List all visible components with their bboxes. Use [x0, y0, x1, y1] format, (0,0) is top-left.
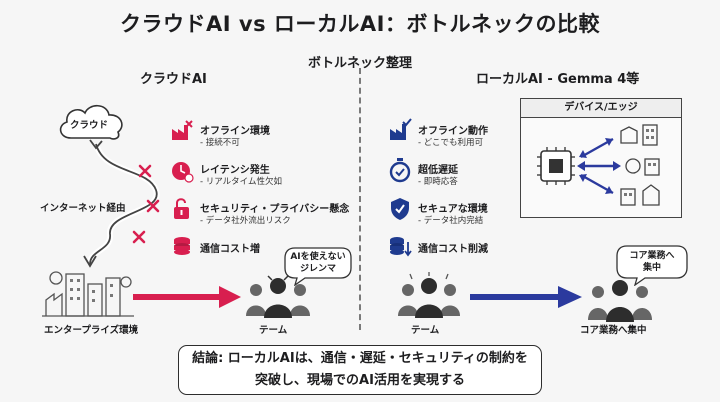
dilemma-speech-bubble [284, 247, 352, 286]
right-item-offline-title: オフライン動作 [418, 126, 488, 137]
conclusion-line-2: 突破し、現場でのAI活用を実現する [255, 373, 465, 388]
core-work-speech-bubble [616, 245, 688, 286]
internet-label: インターネット経由 [40, 203, 126, 214]
left-team-label: テーム [259, 325, 288, 336]
factory-check-icon [390, 118, 412, 140]
broken-link-x-icon [146, 199, 160, 213]
troubled-team-icon [246, 275, 310, 318]
center-divider [359, 68, 361, 330]
broken-link-x-icon [138, 164, 152, 178]
right-item-security-desc: - データ社内完結 [418, 216, 484, 226]
blue-arrow-icon [470, 286, 582, 308]
broken-link-x-icon [132, 230, 146, 244]
left-heading: クラウドAI [140, 72, 207, 87]
factory-icon [172, 120, 193, 140]
core-work-bubble-text: コア業務へ 集中 [629, 251, 675, 273]
coin-stack-icon [174, 237, 190, 255]
device-edge-label: デバイス/エッジ [521, 99, 681, 118]
coin-stack-down-icon [390, 237, 412, 257]
left-item-offline-title: オフライン環境 [200, 126, 270, 137]
enterprise-label: エンタープライズ環境 [44, 325, 139, 336]
core-work-label: コア業務へ集中 [580, 325, 647, 336]
team-icon [398, 272, 460, 318]
cloud-label: クラウド [70, 120, 109, 131]
conclusion-line-1: 結論: ローカルAIは、通信・遅延・セキュリティの制約を [192, 351, 528, 366]
left-item-latency-desc: - リアルタイム性欠如 [200, 177, 283, 187]
left-item-latency-title: レイテンシ発生 [200, 165, 270, 176]
edge-chip-network-diagram [537, 124, 660, 206]
clock-warning-icon [172, 162, 194, 183]
right-item-cost-title: 通信コスト削減 [418, 244, 488, 255]
red-arrow-icon [133, 286, 241, 308]
conclusion-box: 結論: ローカルAIは、通信・遅延・セキュリティの制約を 突破し、現場でのAI活… [178, 345, 542, 395]
left-item-offline-desc: - 接続不可 [200, 138, 240, 148]
right-item-security-title: セキュアな環境 [418, 204, 488, 215]
internet-connection-path [83, 139, 160, 268]
left-item-security-title: セキュリティ・プライバシー懸念 [200, 204, 350, 215]
unlocked-padlock-icon [174, 198, 189, 219]
focused-team-icon [588, 280, 652, 322]
right-team-label: テーム [411, 325, 440, 336]
right-item-latency-desc: - 即時応答 [418, 177, 458, 187]
page-title: クラウドAI vs ローカルAI：ボトルネックの比較 [120, 12, 600, 36]
device-edge-box: デバイス/エッジ [520, 98, 682, 218]
left-item-cost-title: 通信コスト増 [200, 244, 260, 255]
shield-check-icon [391, 198, 409, 220]
left-item-security-desc: - データ社外流出リスク [200, 216, 291, 226]
right-item-latency-title: 超低遅延 [418, 165, 458, 176]
right-item-offline-desc: - どこでも利用可 [418, 138, 484, 148]
stopwatch-check-icon [389, 158, 411, 183]
right-heading: ローカルAI - Gemma 4等 [476, 72, 640, 87]
cloud-icon [59, 104, 123, 140]
enterprise-buildings-icon [42, 271, 134, 317]
dilemma-bubble-text: AIを使えない ジレンマ [290, 252, 346, 274]
section-subtitle: ボトルネック整理 [307, 56, 412, 71]
